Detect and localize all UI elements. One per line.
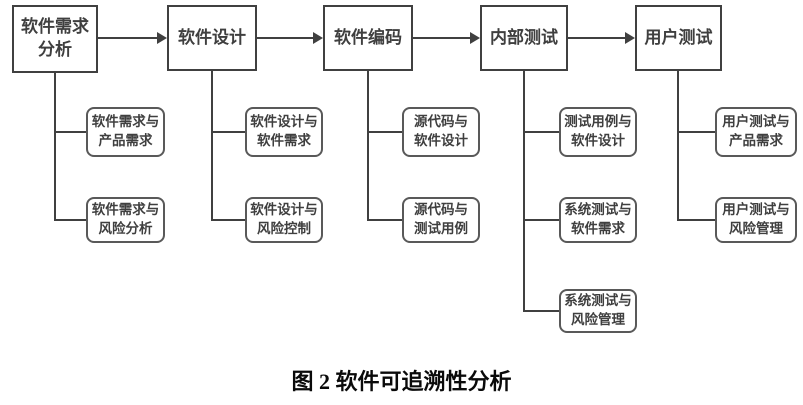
connector-branch	[677, 219, 715, 221]
arrow-head-icon	[625, 32, 635, 44]
trace-box-sw-req-product-req: 软件需求与 产品需求	[86, 107, 165, 157]
connector-branch	[677, 131, 715, 133]
connector-vertical-4	[523, 71, 525, 312]
trace-box-source-design: 源代码与 软件设计	[402, 107, 480, 157]
flow-arrow-line-2	[257, 37, 314, 39]
stage-box-internal-testing: 内部测试	[480, 5, 568, 71]
arrow-head-icon	[313, 32, 323, 44]
connector-branch	[54, 219, 88, 221]
flow-arrow-line-1	[98, 37, 158, 39]
stage-box-requirements-analysis: 软件需求 分析	[12, 5, 98, 73]
trace-box-usertest-product-req: 用户测试与 产品需求	[715, 107, 797, 157]
figure-caption: 图 2 软件可追溯性分析	[291, 369, 512, 394]
connector-branch	[523, 219, 559, 221]
trace-box-systest-risk-mgmt: 系统测试与 风险管理	[559, 289, 637, 333]
arrow-head-icon	[157, 32, 167, 44]
stage-box-software-design: 软件设计	[167, 5, 257, 71]
stage-box-user-testing: 用户测试	[635, 5, 722, 71]
stage-box-software-coding: 软件编码	[323, 5, 413, 71]
flow-arrow-line-3	[413, 37, 471, 39]
trace-box-sw-req-risk-analysis: 软件需求与 风险分析	[86, 197, 165, 243]
connector-branch	[211, 131, 245, 133]
connector-vertical-3	[367, 71, 369, 221]
connector-branch	[367, 131, 402, 133]
trace-box-design-risk-control: 软件设计与 风险控制	[245, 197, 323, 243]
arrow-head-icon	[470, 32, 480, 44]
connector-branch	[523, 131, 559, 133]
connector-branch	[523, 310, 559, 312]
trace-box-usertest-risk-mgmt: 用户测试与 风险管理	[715, 197, 797, 243]
connector-branch	[211, 219, 245, 221]
connector-branch	[54, 131, 88, 133]
connector-vertical-5	[677, 71, 679, 221]
trace-box-testcase-design: 测试用例与 软件设计	[559, 107, 637, 157]
flow-arrow-line-4	[568, 37, 626, 39]
trace-box-systest-sw-req: 系统测试与 软件需求	[559, 197, 637, 243]
connector-branch	[367, 219, 402, 221]
connector-vertical-1	[54, 73, 56, 221]
trace-box-source-testcase: 源代码与 测试用例	[402, 197, 480, 243]
trace-box-design-sw-req: 软件设计与 软件需求	[245, 107, 323, 157]
connector-vertical-2	[211, 71, 213, 221]
